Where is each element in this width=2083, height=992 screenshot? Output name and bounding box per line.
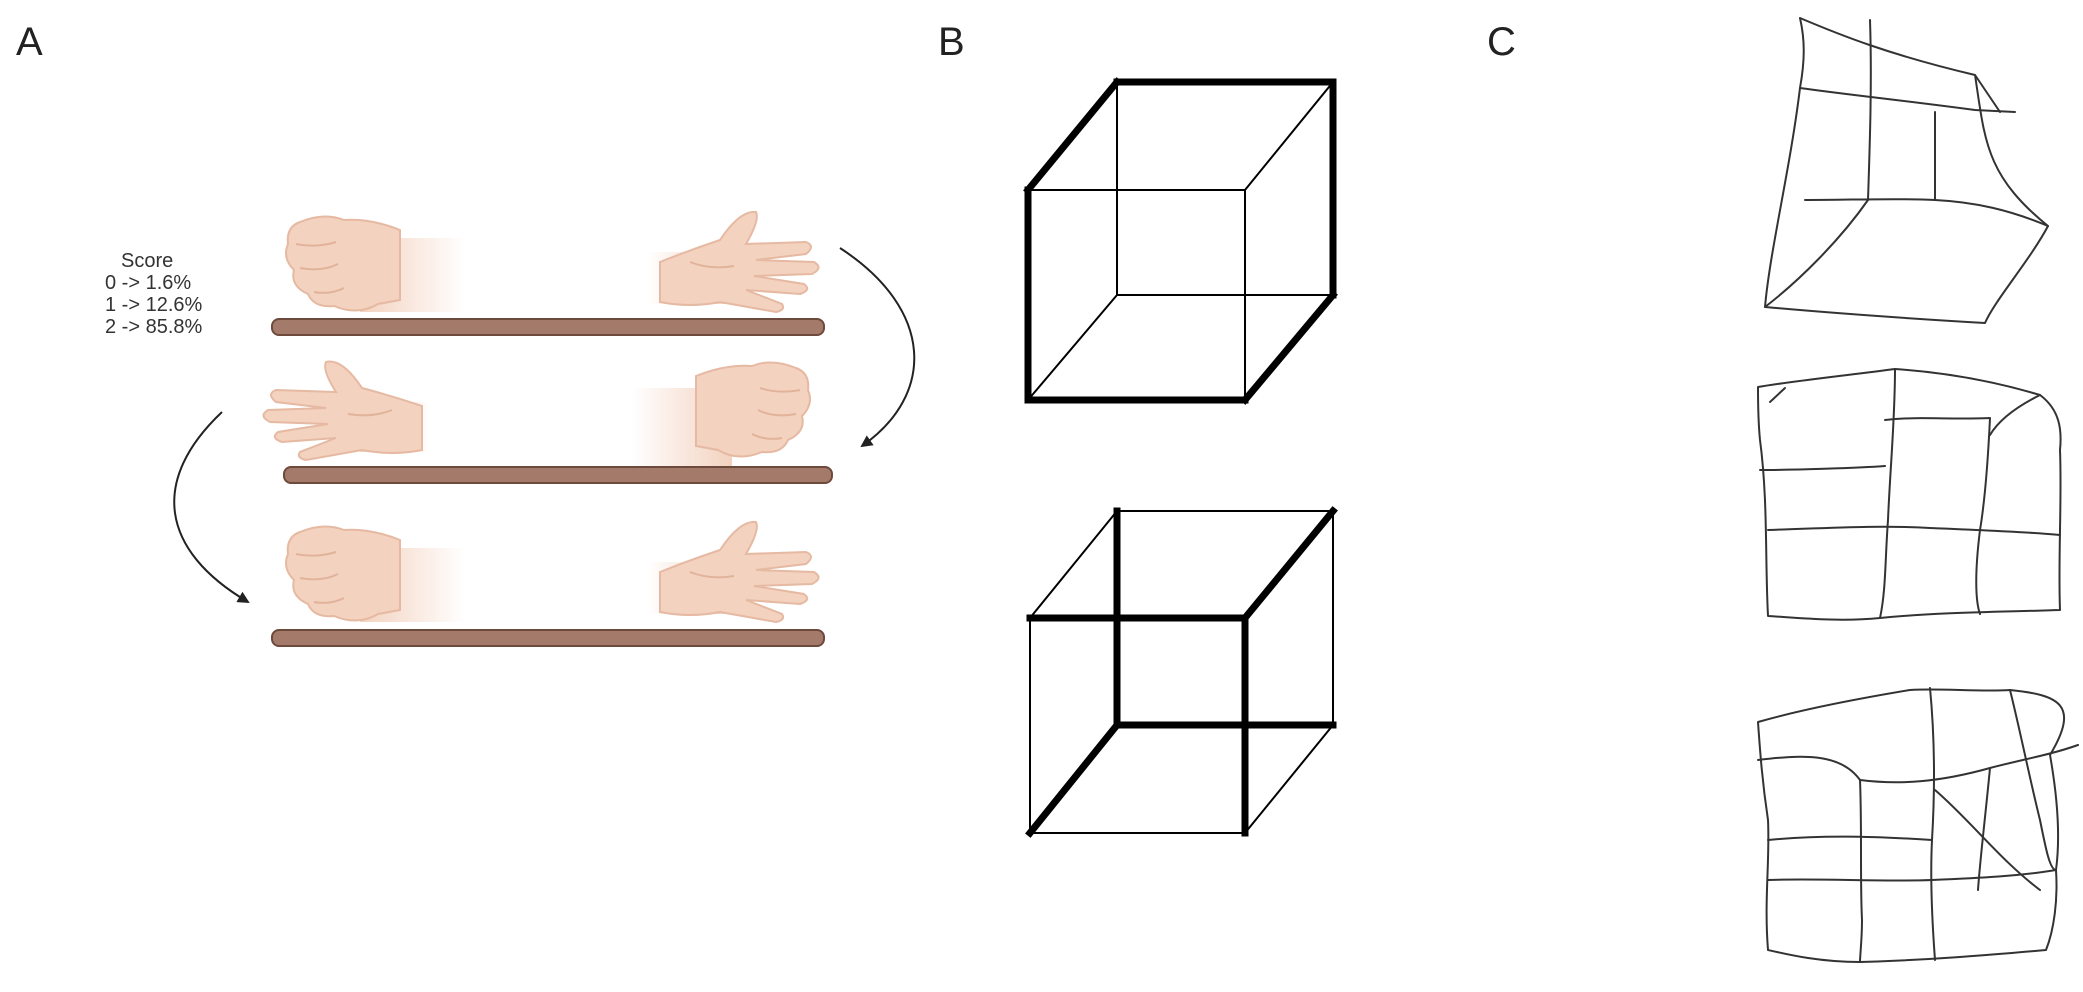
table-bar-1 xyxy=(271,318,825,336)
hands-row-1 xyxy=(271,210,825,336)
table-bar-3 xyxy=(271,629,825,647)
drawn-cube-3 xyxy=(1757,687,2079,963)
hands-row-2 xyxy=(262,360,833,484)
score-line-0: 0 -> 1.6% xyxy=(105,272,192,294)
panel-label-a: A xyxy=(16,20,43,64)
panel-label-c: C xyxy=(1487,20,1516,64)
score-line-1: 1 -> 12.6% xyxy=(105,294,203,316)
drawn-cube-1 xyxy=(1764,17,2049,324)
score-title: Score xyxy=(121,250,174,272)
score-legend: Score 0 -> 1.6% 1 -> 12.6% 2 -> 85.8% xyxy=(105,250,305,338)
table-bar-2 xyxy=(283,466,833,484)
drawn-cube-2 xyxy=(1757,368,2062,621)
open-palm-icon xyxy=(262,360,430,462)
panel-label-b: B xyxy=(938,20,965,64)
necker-cube-bottom xyxy=(1025,506,1338,838)
open-palm-icon xyxy=(648,520,820,624)
fist-icon xyxy=(285,525,465,622)
curved-arrow-icon xyxy=(173,411,250,604)
panel-a-illustration xyxy=(173,210,916,647)
open-palm-icon xyxy=(648,210,820,314)
score-line-2: 2 -> 85.8% xyxy=(105,316,203,338)
fist-icon xyxy=(632,361,811,466)
necker-cube-top xyxy=(1023,77,1338,405)
hands-row-3 xyxy=(271,520,825,647)
curved-arrow-icon xyxy=(839,247,916,448)
fist-icon xyxy=(285,215,465,312)
